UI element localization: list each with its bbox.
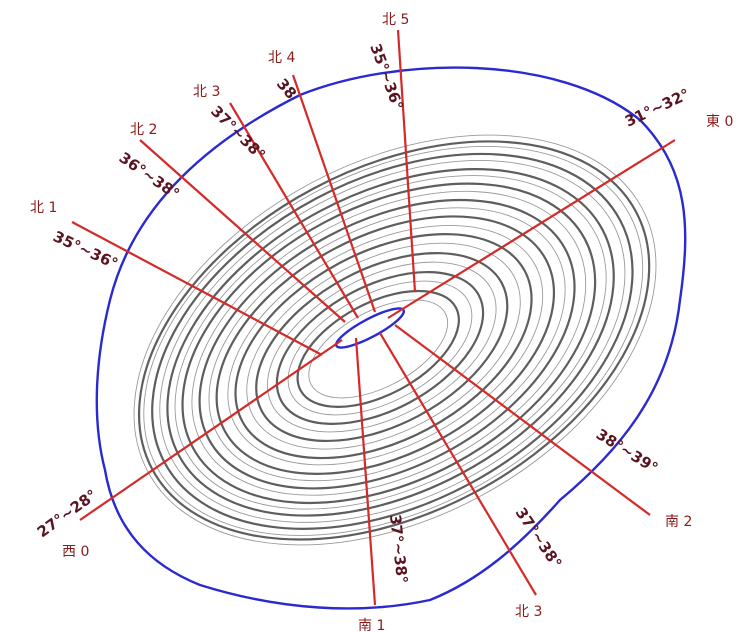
section-label-xi0: 西 0	[62, 544, 89, 560]
contour-lines-benches	[137, 140, 651, 541]
section-line-xi0	[79, 339, 343, 521]
section-line-bei5	[396, 29, 417, 293]
section-line-nan2	[394, 324, 651, 516]
section-line-bei4	[291, 74, 377, 313]
section-lines	[71, 29, 676, 606]
pit-boundary-line	[95, 66, 687, 610]
section-label-bei4: 北 4	[268, 50, 295, 66]
angle-label-bei3s: 37°~38°	[512, 504, 566, 572]
section-label-bei5: 北 5	[382, 12, 409, 28]
section-label-bei3: 北 3	[193, 84, 220, 100]
section-label-bei2: 北 2	[130, 122, 157, 138]
section-label-bei1: 北 1	[30, 200, 57, 216]
section-line-bei1	[71, 221, 323, 356]
contour-lines-light	[133, 134, 657, 546]
angle-label-nan1: 37°~38°	[386, 514, 411, 585]
section-line-nan1	[354, 337, 377, 606]
angle-label-dong0: 31°~32°	[622, 85, 692, 131]
section-label-nan1: 南 1	[358, 618, 385, 632]
section-line-bei3	[229, 102, 359, 319]
section-line-dong0	[387, 139, 676, 319]
section-labels: 北 5 北 4 北 3 北 2 北 1 東 0 南 2 北 3 南 1 西 0	[30, 12, 733, 632]
section-label-bei3s: 北 3	[515, 604, 542, 620]
section-label-dong0: 東 0	[706, 114, 733, 130]
section-line-bei3s	[379, 332, 537, 596]
angle-label-bei1: 35°~36°	[50, 227, 120, 273]
angle-label-bei4: 38	[273, 75, 300, 103]
angle-label-bei2: 36°~38°	[116, 149, 183, 204]
pit-bottom-outline	[334, 307, 406, 349]
angle-label-bei3: 37°~38°	[207, 102, 269, 164]
section-label-nan2: 南 2	[665, 514, 692, 530]
section-line-bei2	[139, 139, 346, 323]
